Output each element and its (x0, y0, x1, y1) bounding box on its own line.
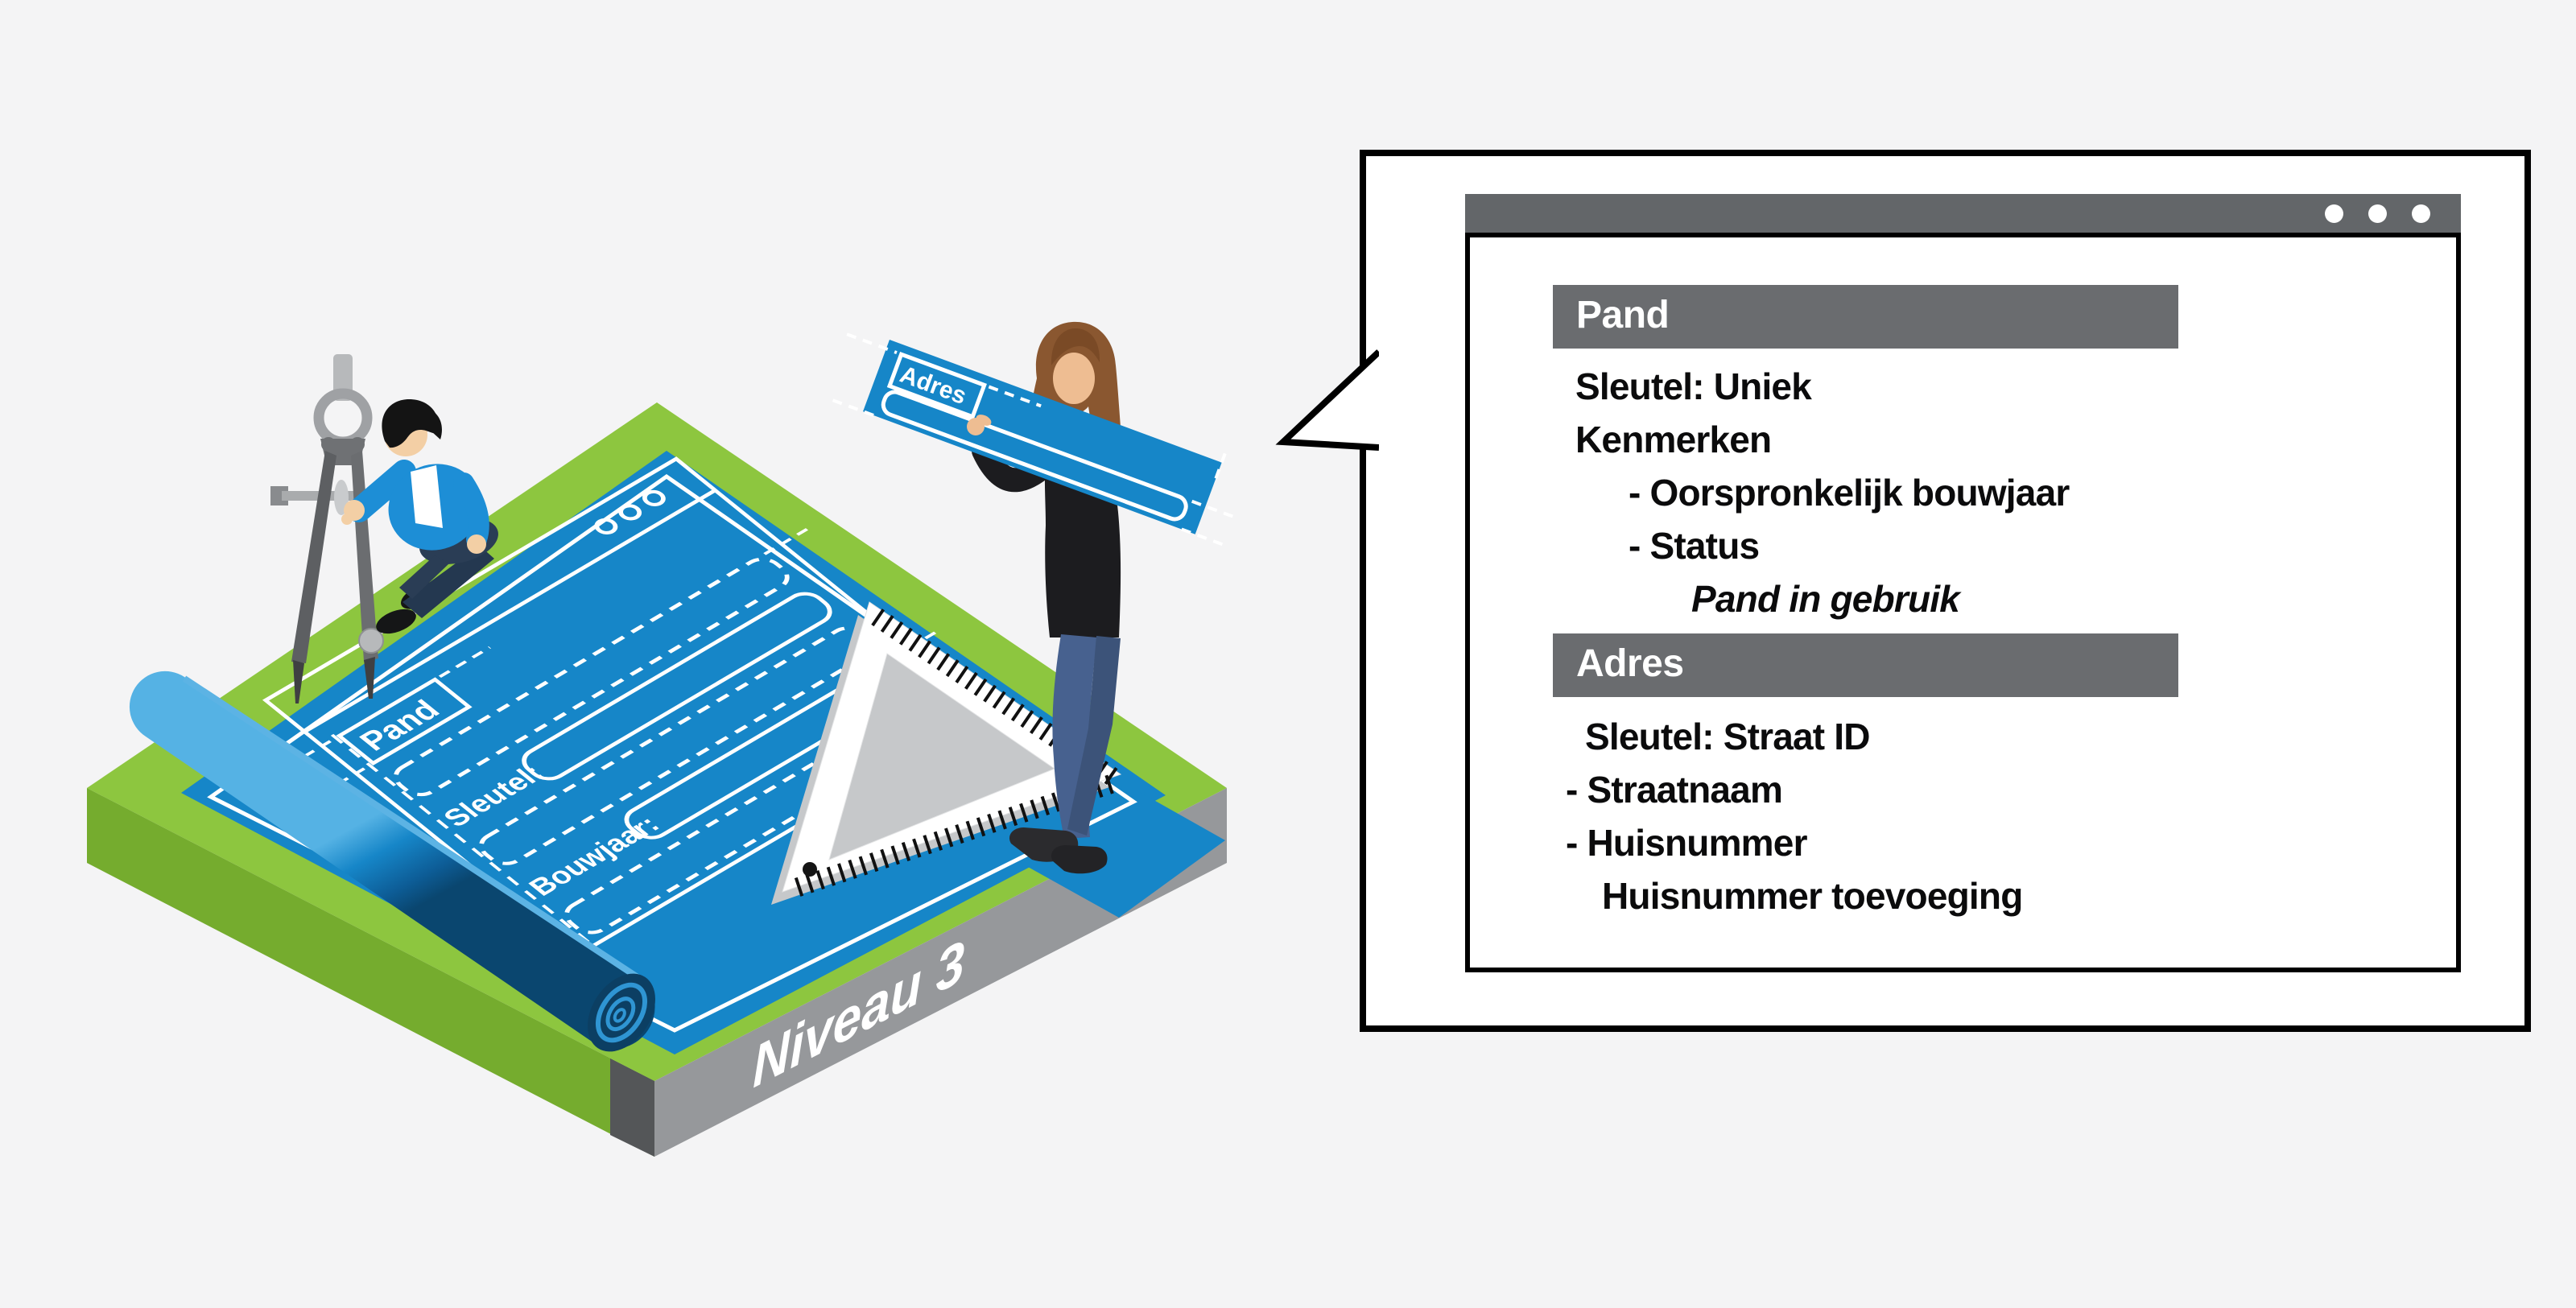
attribute-line: Sleutel: Straat ID (1585, 716, 1871, 757)
speech-bubble-tail (1275, 349, 1379, 451)
woman-hair-front (1051, 328, 1100, 365)
woman-thumb (976, 415, 992, 426)
woman-face (1053, 353, 1095, 404)
attribute-line: - Status (1629, 525, 1760, 567)
platform-left-face (87, 788, 654, 1157)
section-header-adres: Adres (1553, 633, 2178, 697)
platform-corner-edge (610, 1058, 654, 1157)
attribute-line: Huisnummer toevoeging (1602, 875, 2023, 917)
ruler-hole (803, 862, 817, 877)
adres-lines: Sleutel: Straat ID - Straatnaam - Huisnu… (1470, 710, 2456, 922)
attribute-line: Kenmerken (1575, 419, 1772, 460)
man-figure (341, 399, 498, 634)
attribute-line: Sleutel: Uniek (1575, 365, 1812, 407)
browser-content: Pand Sleutel: Uniek Kenmerken - Oorspron… (1465, 233, 2461, 972)
blueprint-sheet: Pand Sleutel: Bouwjaar: (129, 451, 1225, 1054)
section-header-pand: Pand (1553, 285, 2178, 349)
window-dot (2412, 204, 2430, 223)
browser-titlebar (1465, 194, 2461, 233)
attribute-line: - Oorspronkelijk bouwjaar (1629, 472, 2070, 514)
attribute-line-value: Pand in gebruik (1691, 578, 1960, 620)
window-dot (2368, 204, 2387, 223)
woman-jeans-back-leg (1067, 636, 1121, 836)
sheet-corner-tab (1021, 784, 1225, 918)
attribute-line: - Huisnummer (1566, 822, 1807, 864)
window-dot (2325, 204, 2343, 223)
woman-shoe-right (1051, 845, 1108, 874)
pand-lines: Sleutel: Uniek Kenmerken - Oorspronkelij… (1470, 360, 2456, 625)
blueprint-roll (129, 671, 655, 1052)
attribute-line: - Straatnaam (1566, 769, 1783, 811)
adres-plank: Adres (832, 332, 1236, 547)
roll-spiral-end (588, 973, 655, 1052)
